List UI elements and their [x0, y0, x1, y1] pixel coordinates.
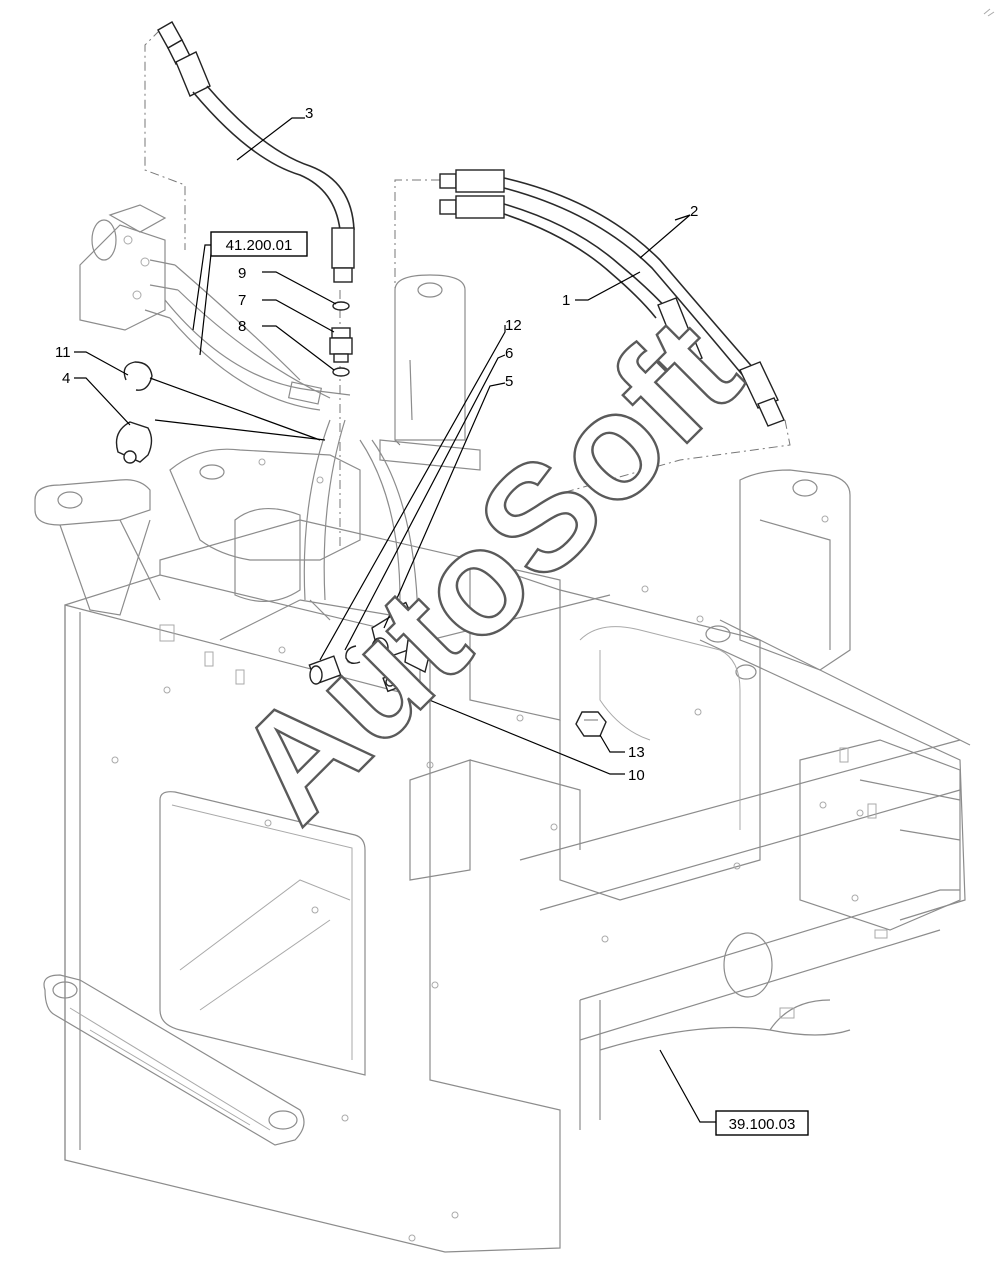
- o-ring-9: [332, 301, 350, 311]
- callout-12: 12: [505, 317, 522, 334]
- steering-unit: [79, 204, 179, 331]
- clamp-11: [123, 361, 153, 391]
- phantom-line-hose-3: [144, 29, 186, 250]
- adapter-10: [382, 671, 404, 693]
- inner-hoses: [303, 419, 419, 621]
- phantom-line-hoses-1-2: [394, 179, 440, 446]
- adapter-7: [329, 327, 353, 363]
- callout-1: 1: [562, 292, 570, 309]
- tee-fitting-5: [371, 601, 431, 674]
- chassis-frame: [34, 448, 971, 1253]
- callout-labels: 3 2 1 9 7 8 11 4 12 6 5 13 10: [55, 105, 698, 784]
- o-ring-8: [332, 367, 350, 377]
- callout-5: 5: [505, 373, 513, 390]
- steering-cylinder-tower: [379, 274, 481, 471]
- hose-1: [439, 169, 785, 427]
- callout-6: 6: [505, 345, 513, 362]
- adapter-6: [308, 655, 342, 685]
- callout-7: 7: [238, 292, 246, 309]
- callout-13: 13: [628, 744, 645, 761]
- callout-8: 8: [238, 318, 246, 335]
- hose-2: [439, 195, 703, 365]
- clamp-4: [115, 421, 153, 464]
- nut-13: [575, 711, 607, 737]
- steering-hoses: [164, 264, 351, 411]
- callout-2: 2: [690, 203, 698, 220]
- callout-10: 10: [628, 767, 645, 784]
- callout-3: 3: [305, 105, 313, 122]
- reference-bottom-label: 39.100.03: [729, 1116, 796, 1133]
- reference-box-top: 41.200.01: [210, 231, 308, 257]
- hose-3: [157, 21, 355, 283]
- callout-9: 9: [238, 265, 246, 282]
- o-ring-12: [345, 645, 361, 665]
- phantom-line-hoses-1-2-lower: [554, 419, 791, 510]
- reference-top-label: 41.200.01: [226, 237, 293, 254]
- callout-4: 4: [62, 370, 70, 387]
- callout-11: 11: [55, 344, 71, 361]
- watermark: AutoSoft: [204, 286, 770, 852]
- reference-box-bottom: 39.100.03: [715, 1110, 809, 1136]
- corner-mark: [983, 8, 995, 17]
